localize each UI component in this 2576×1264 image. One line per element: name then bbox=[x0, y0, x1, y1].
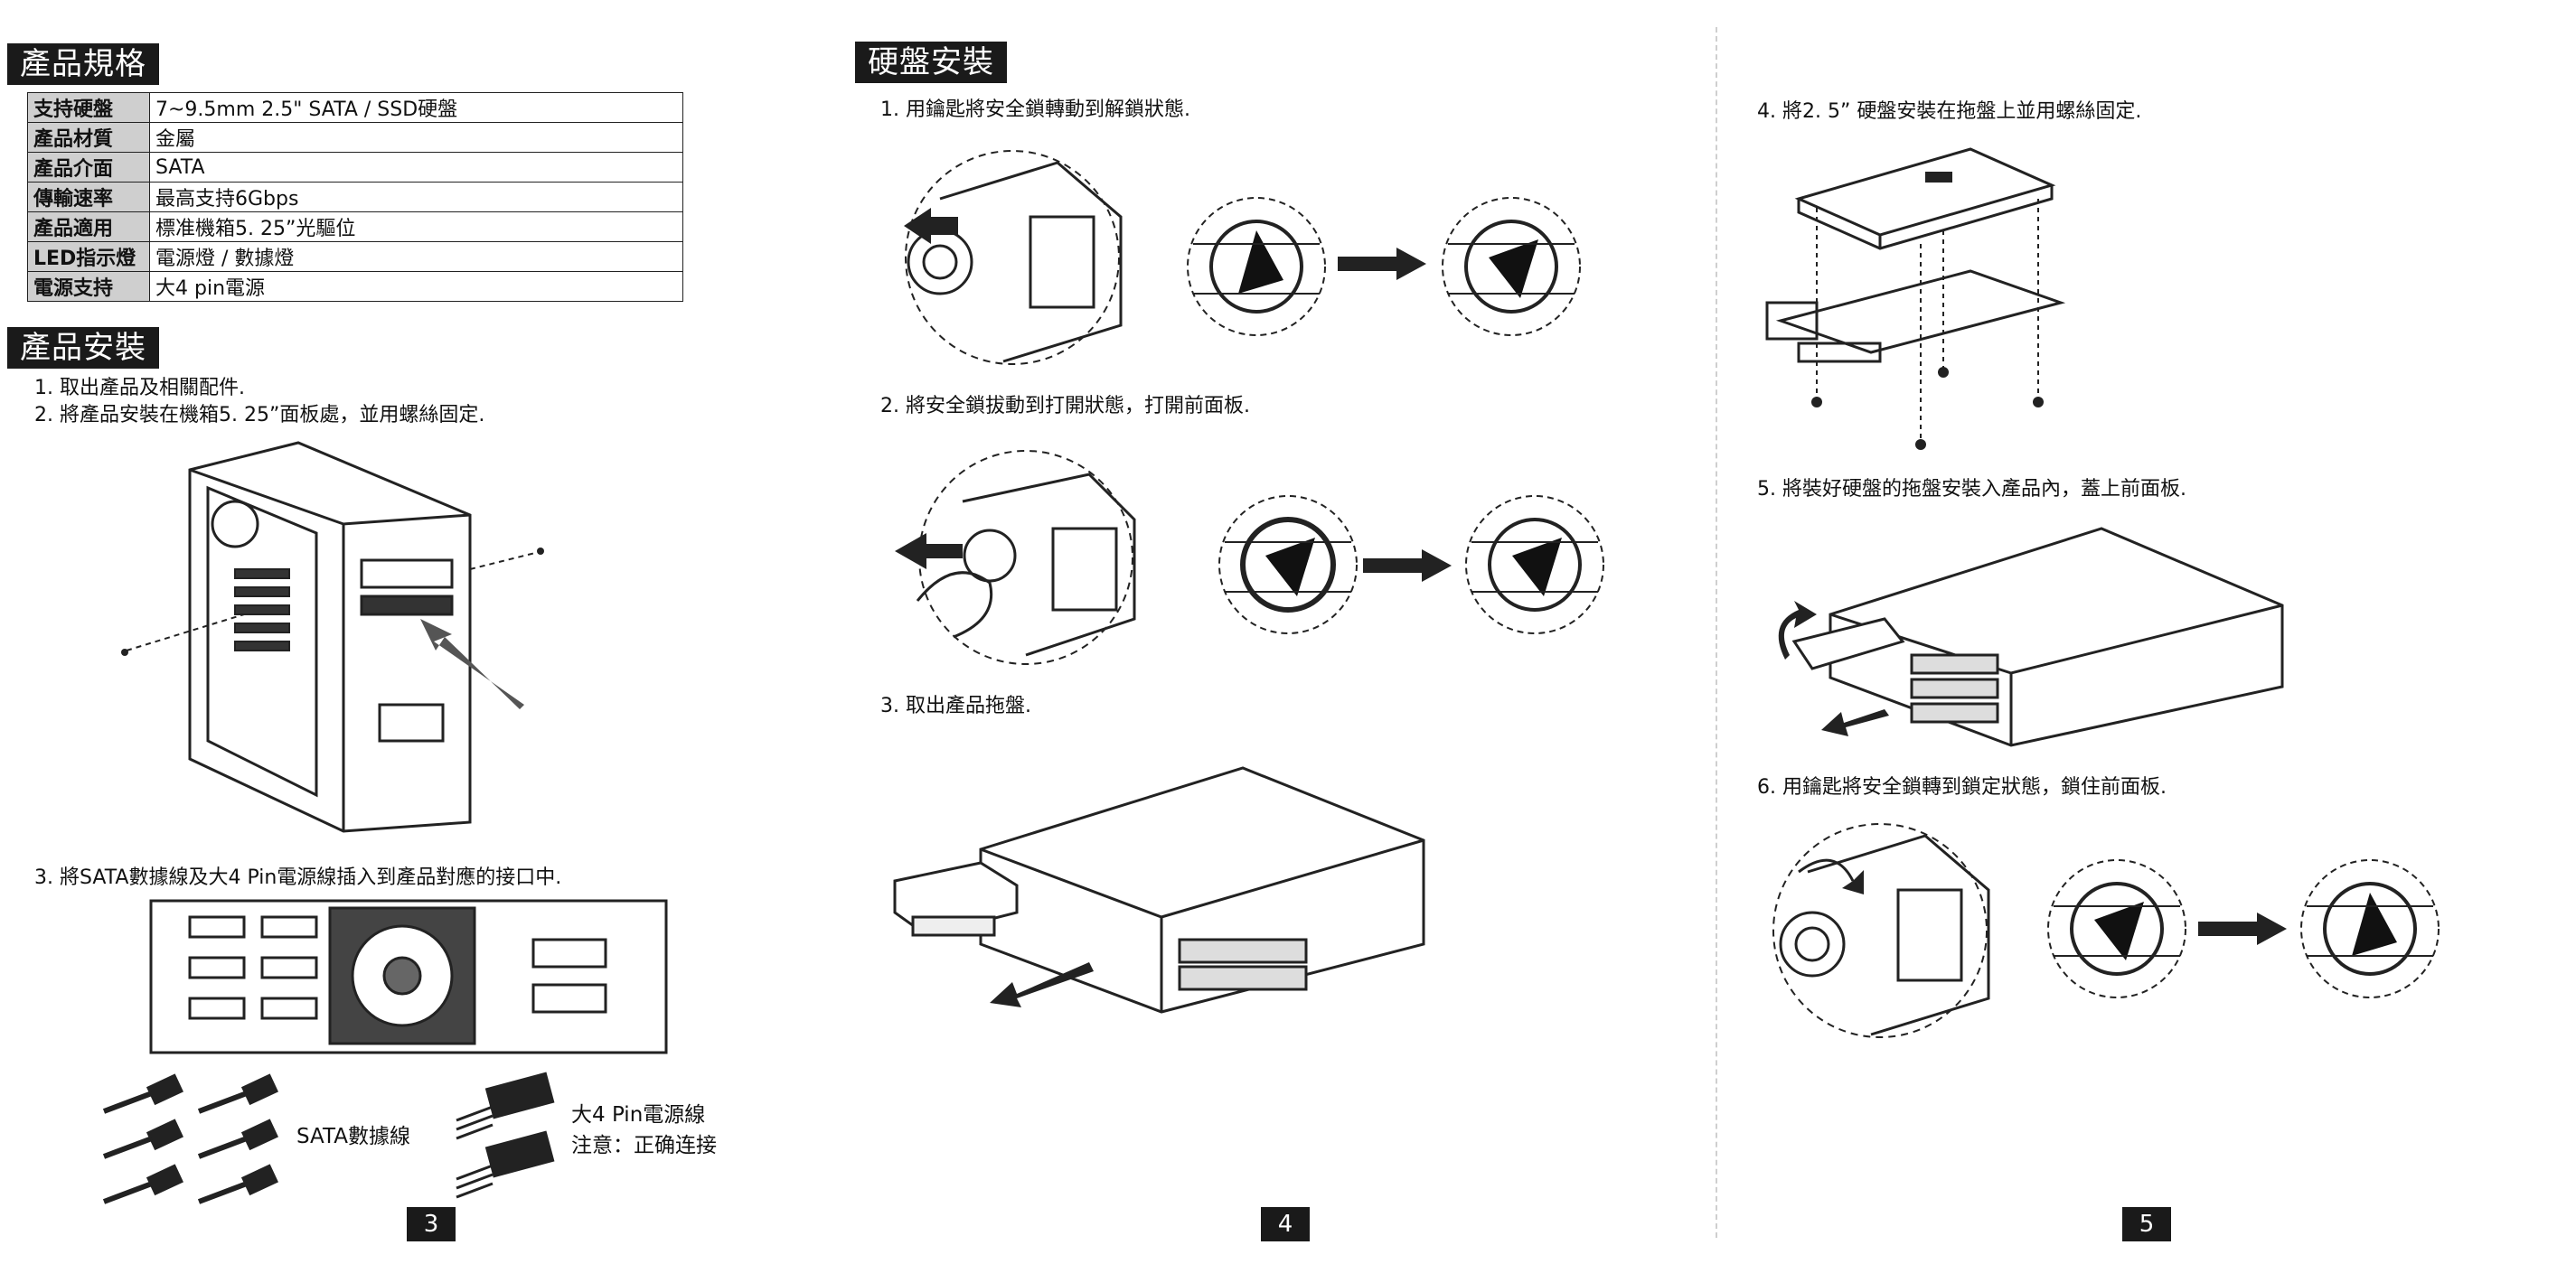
power-cable-note: 注意：正确连接 bbox=[571, 1134, 717, 1157]
table-row: 產品適用標准機箱5. 25”光驅位 bbox=[27, 211, 683, 242]
page-number-4: 4 bbox=[1261, 1207, 1310, 1241]
lock-dial-locked-before bbox=[2047, 859, 2186, 998]
lock-dial-unlocked-before bbox=[1187, 197, 1326, 336]
back-panel-illustration bbox=[149, 899, 668, 1054]
lock-dial-locked-after bbox=[2300, 859, 2440, 998]
sata-cables-illustration bbox=[102, 1073, 278, 1204]
table-row: LED指示燈電源燈 / 數據燈 bbox=[27, 241, 683, 272]
arrow-right-icon bbox=[2198, 913, 2287, 945]
computer-case-illustration bbox=[121, 441, 544, 833]
mount-disk-illustration bbox=[1765, 147, 2066, 450]
disk-step-4: 4. 將2. 5” 硬盤安裝在拖盤上並用螺絲固定. bbox=[1757, 100, 2142, 123]
disk-install-header: 硬盤安裝 bbox=[855, 42, 1007, 83]
lock-dial-open-after bbox=[1465, 495, 1604, 634]
install-header: 產品安裝 bbox=[7, 327, 159, 369]
disk-step-1: 1. 用鑰匙將安全鎖轉動到解鎖狀態. bbox=[880, 98, 1190, 121]
arrow-right-icon bbox=[1338, 248, 1426, 280]
page-number-3: 3 bbox=[407, 1207, 456, 1241]
insert-tray-illustration bbox=[1778, 527, 2284, 747]
remove-tray-illustration bbox=[893, 766, 1425, 1014]
open-panel-illustration bbox=[895, 450, 1136, 665]
page-divider-left bbox=[1716, 27, 1717, 1238]
disk-step-5: 5. 將裝好硬盤的拖盤安裝入產品內，蓋上前面板. bbox=[1757, 478, 2186, 501]
table-row: 電源支持大4 pin電源 bbox=[27, 271, 683, 302]
install-step-1: 1. 取出產品及相關配件. bbox=[34, 377, 245, 399]
power-cable-label: 大4 Pin電源線 bbox=[571, 1103, 706, 1127]
lock-dial-unlocked-after bbox=[1442, 197, 1581, 336]
page-number-5: 5 bbox=[2122, 1207, 2171, 1241]
lock-key-illustration bbox=[1772, 823, 1990, 1038]
table-row: 產品材質金屬 bbox=[27, 122, 683, 153]
spec-header: 產品規格 bbox=[7, 43, 159, 85]
lock-dial-open-before bbox=[1218, 495, 1358, 634]
disk-step-6: 6. 用鑰匙將安全鎖轉到鎖定狀態，鎖住前面板. bbox=[1757, 776, 2167, 799]
unlock-key-illustration bbox=[904, 150, 1123, 365]
install-step-3: 3. 將SATA數據線及大4 Pin電源線插入到產品對應的接口中. bbox=[34, 866, 562, 889]
disk-step-2: 2. 將安全鎖拔動到打開狀態，打開前面板. bbox=[880, 395, 1250, 417]
power-cables-illustration bbox=[456, 1072, 555, 1199]
arrow-right-icon bbox=[1363, 549, 1452, 582]
sata-cable-label: SATA數據線 bbox=[296, 1125, 410, 1148]
table-row: 傳輸速率最高支持6Gbps bbox=[27, 182, 683, 212]
install-step-2: 2. 將產品安裝在機箱5. 25”面板處，並用螺絲固定. bbox=[34, 404, 485, 426]
disk-step-3: 3. 取出產品拖盤. bbox=[880, 695, 1031, 717]
